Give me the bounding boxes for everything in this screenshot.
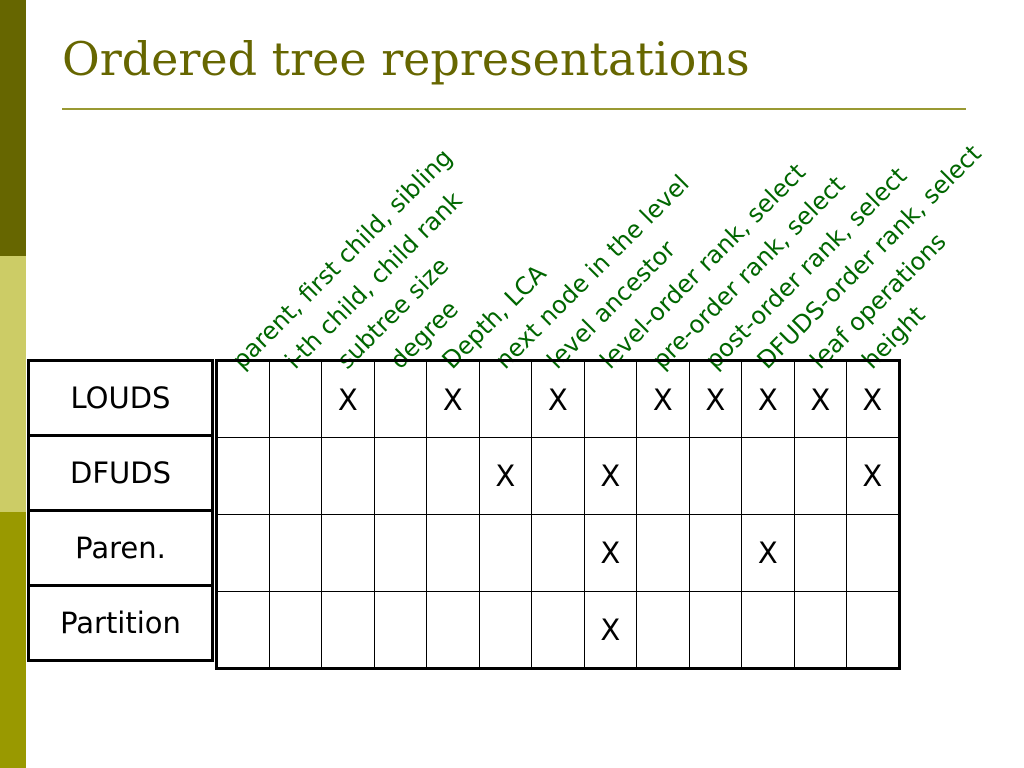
grid-cell [793, 591, 847, 669]
grid-cell [216, 514, 270, 592]
slide-sidebar [0, 0, 26, 768]
row-label: Paren. [27, 509, 214, 587]
grid-cell: X [846, 437, 900, 515]
row-header: Partition [27, 584, 214, 662]
grid-cell [636, 514, 690, 592]
grid-cell: X [583, 437, 637, 515]
grid-cell [426, 437, 480, 515]
grid-cell [531, 514, 585, 592]
grid-cell [268, 514, 322, 592]
grid-cell [688, 437, 742, 515]
sidebar-band-dark [0, 0, 26, 256]
grid-cell: X [583, 591, 637, 669]
grid-cell: X [426, 360, 480, 438]
grid-cell [478, 591, 532, 669]
grid-cell [531, 437, 585, 515]
grid-cell [846, 591, 900, 669]
row-header: Paren. [27, 509, 214, 587]
grid-cell [583, 360, 637, 438]
grid-cell [268, 360, 322, 438]
row-label: LOUDS [27, 359, 214, 437]
grid-cell [478, 514, 532, 592]
grid-cell: X [688, 360, 742, 438]
grid-cell [793, 437, 847, 515]
grid-cell [426, 591, 480, 669]
grid-cell [741, 591, 795, 669]
grid-cell [426, 514, 480, 592]
grid-cell [321, 437, 375, 515]
sidebar-band-mid [0, 512, 26, 768]
grid-cell [688, 514, 742, 592]
grid-cell [216, 437, 270, 515]
grid-cell [846, 514, 900, 592]
grid-cell [268, 437, 322, 515]
grid-cell [216, 591, 270, 669]
grid-cell [531, 591, 585, 669]
grid-cell: X [793, 360, 847, 438]
sidebar-band-light [0, 256, 26, 512]
grid-cell [321, 591, 375, 669]
grid-cell [478, 360, 532, 438]
grid-cell [636, 591, 690, 669]
grid-cell [636, 437, 690, 515]
grid-cell [268, 591, 322, 669]
title-underline [62, 108, 966, 110]
grid-cell: X [583, 514, 637, 592]
grid-cell [216, 360, 270, 438]
grid-cell [741, 437, 795, 515]
grid-cell: X [321, 360, 375, 438]
row-header: LOUDS [27, 359, 214, 437]
grid-cell: X [636, 360, 690, 438]
grid-cell [793, 514, 847, 592]
grid-cell: X [741, 360, 795, 438]
grid-cell [373, 514, 427, 592]
slide-title: Ordered tree representations [62, 32, 750, 86]
grid-cell: X [478, 437, 532, 515]
row-label: DFUDS [27, 434, 214, 512]
table-row: X [216, 591, 900, 669]
grid-cell [373, 591, 427, 669]
grid-cell: X [846, 360, 900, 438]
row-header: DFUDS [27, 434, 214, 512]
grid-cell: X [531, 360, 585, 438]
grid-cell [688, 591, 742, 669]
grid-cell [373, 437, 427, 515]
row-label: Partition [27, 584, 214, 662]
grid-cell: X [741, 514, 795, 592]
grid-cell [321, 514, 375, 592]
grid-cell [373, 360, 427, 438]
